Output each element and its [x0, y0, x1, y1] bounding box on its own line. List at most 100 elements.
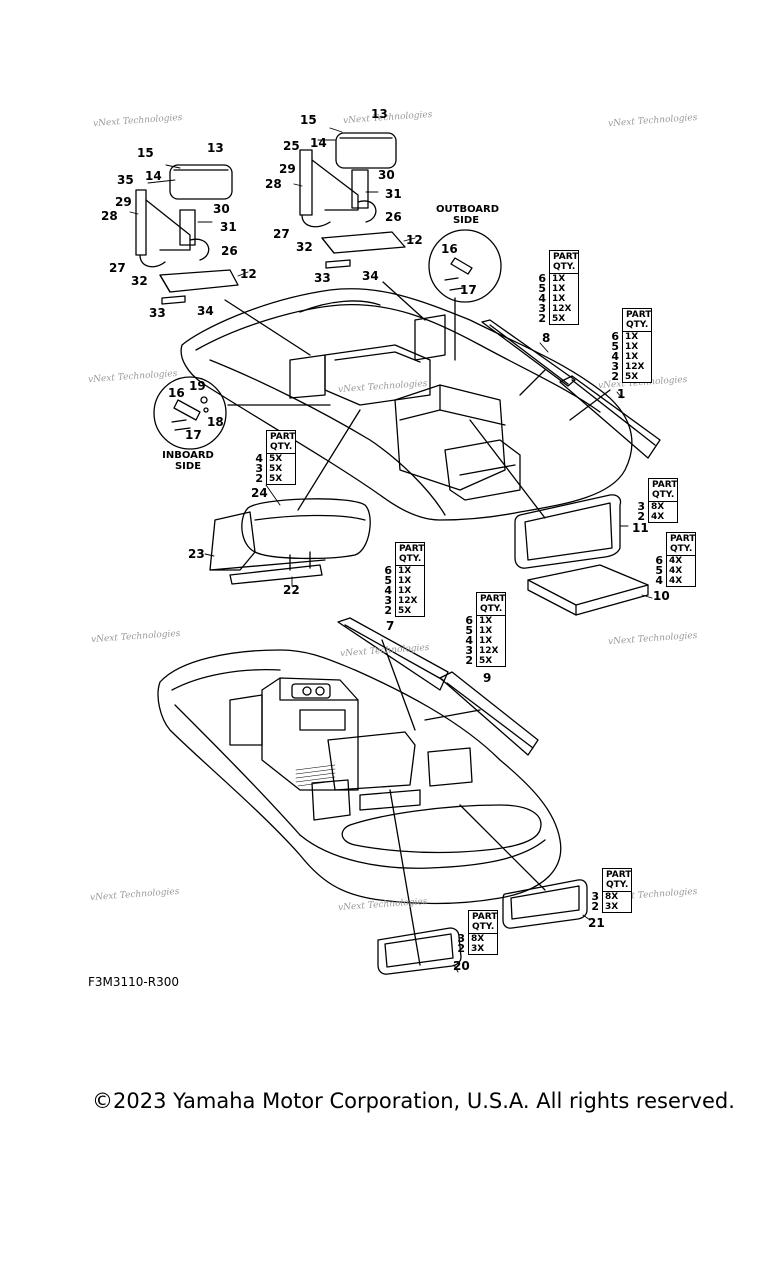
qty-value: 4X	[669, 566, 683, 576]
callout-21: 21	[588, 916, 605, 930]
qty-header-part: PART	[652, 480, 678, 490]
parts-diagram	[129, 127, 661, 975]
cushion-20-drawing	[377, 927, 462, 975]
callout-12: 12	[406, 233, 423, 247]
qty-header-qty: QTY.	[472, 922, 495, 932]
qty-part-number: 2	[637, 510, 645, 523]
callout-25: 25	[283, 139, 300, 153]
qty-value: 1X	[625, 342, 639, 352]
callout-32: 32	[296, 240, 313, 254]
callout-7: 7	[386, 619, 395, 633]
callout-29: 29	[279, 162, 296, 176]
qty-part-number: 3	[538, 302, 546, 315]
callout-16: 16	[168, 386, 185, 400]
callout-14: 14	[310, 136, 327, 150]
qty-value: 5X	[479, 656, 493, 666]
qty-value: 1X	[552, 284, 566, 294]
qty-part-number: 4	[538, 292, 546, 305]
qty-value: 12X	[479, 646, 499, 656]
callout-19: 19	[189, 379, 206, 393]
callout-32: 32	[131, 274, 148, 288]
rail-7-drawing	[337, 617, 449, 691]
qty-header-part: PART	[399, 544, 425, 554]
callout-31: 31	[220, 220, 237, 234]
qty-value: 8X	[605, 892, 619, 902]
callout-29: 29	[115, 195, 132, 209]
qty-value: 3X	[605, 902, 619, 912]
qty-part-number: 2	[611, 370, 619, 383]
qty-part-number: 4	[255, 452, 263, 465]
qty-part-number: 3	[611, 360, 619, 373]
inboard-side-label-line2: SIDE	[174, 461, 202, 472]
callout-28: 28	[101, 209, 118, 223]
qty-part-number: 3	[457, 932, 465, 945]
lower-hull-drawing	[157, 639, 562, 966]
qty-value: 1X	[479, 626, 493, 636]
callout-23: 23	[188, 547, 205, 561]
qty-part-number: 2	[538, 312, 546, 325]
qty-table-row: 2 5X	[465, 655, 505, 666]
callout-11: 11	[632, 521, 649, 535]
qty-part-number: 5	[465, 624, 473, 637]
cushion-10-drawing	[527, 564, 649, 616]
qty-header-part: PART	[606, 870, 632, 880]
callout-30: 30	[378, 168, 395, 182]
leader-lines	[129, 127, 653, 973]
qty-header-part: PART	[626, 310, 652, 320]
callout-16: 16	[441, 242, 458, 256]
qty-value: 12X	[625, 362, 645, 372]
qty-header-qty: QTY.	[399, 554, 422, 564]
callout-13: 13	[371, 107, 388, 121]
qty-part-number: 6	[384, 564, 392, 577]
inboard-side-label: INBOARD SIDE	[158, 450, 218, 472]
cushion-21-drawing	[502, 879, 588, 929]
callout-26: 26	[385, 210, 402, 224]
qty-part-number: 4	[611, 350, 619, 363]
qty-part-number: 2	[465, 654, 473, 667]
callout-22: 22	[283, 583, 300, 597]
inboard-side-label-line1: INBOARD	[162, 450, 214, 461]
qty-part-number: 2	[457, 942, 465, 955]
qty-part-number: 6	[655, 554, 663, 567]
qty-part-number: 5	[538, 282, 546, 295]
callout-13: 13	[207, 141, 224, 155]
qty-part-number: 6	[611, 330, 619, 343]
callout-14: 14	[145, 169, 162, 183]
qty-value: 1X	[552, 294, 566, 304]
qty-table-row: 5 1X	[538, 283, 578, 294]
callout-31: 31	[385, 187, 402, 201]
qty-part-number: 5	[655, 564, 663, 577]
figure-code: F3M3110-R300	[88, 975, 180, 989]
qty-header-part: PART	[670, 534, 696, 544]
qty-value: 12X	[398, 596, 418, 606]
qty-part-number: 3	[384, 594, 392, 607]
callout-15: 15	[300, 113, 317, 127]
callout-35: 35	[117, 173, 134, 187]
qty-table-row: 3 12X	[611, 361, 651, 372]
qty-table-row: 5 1X	[465, 625, 505, 636]
qty-value: 1X	[398, 576, 412, 586]
